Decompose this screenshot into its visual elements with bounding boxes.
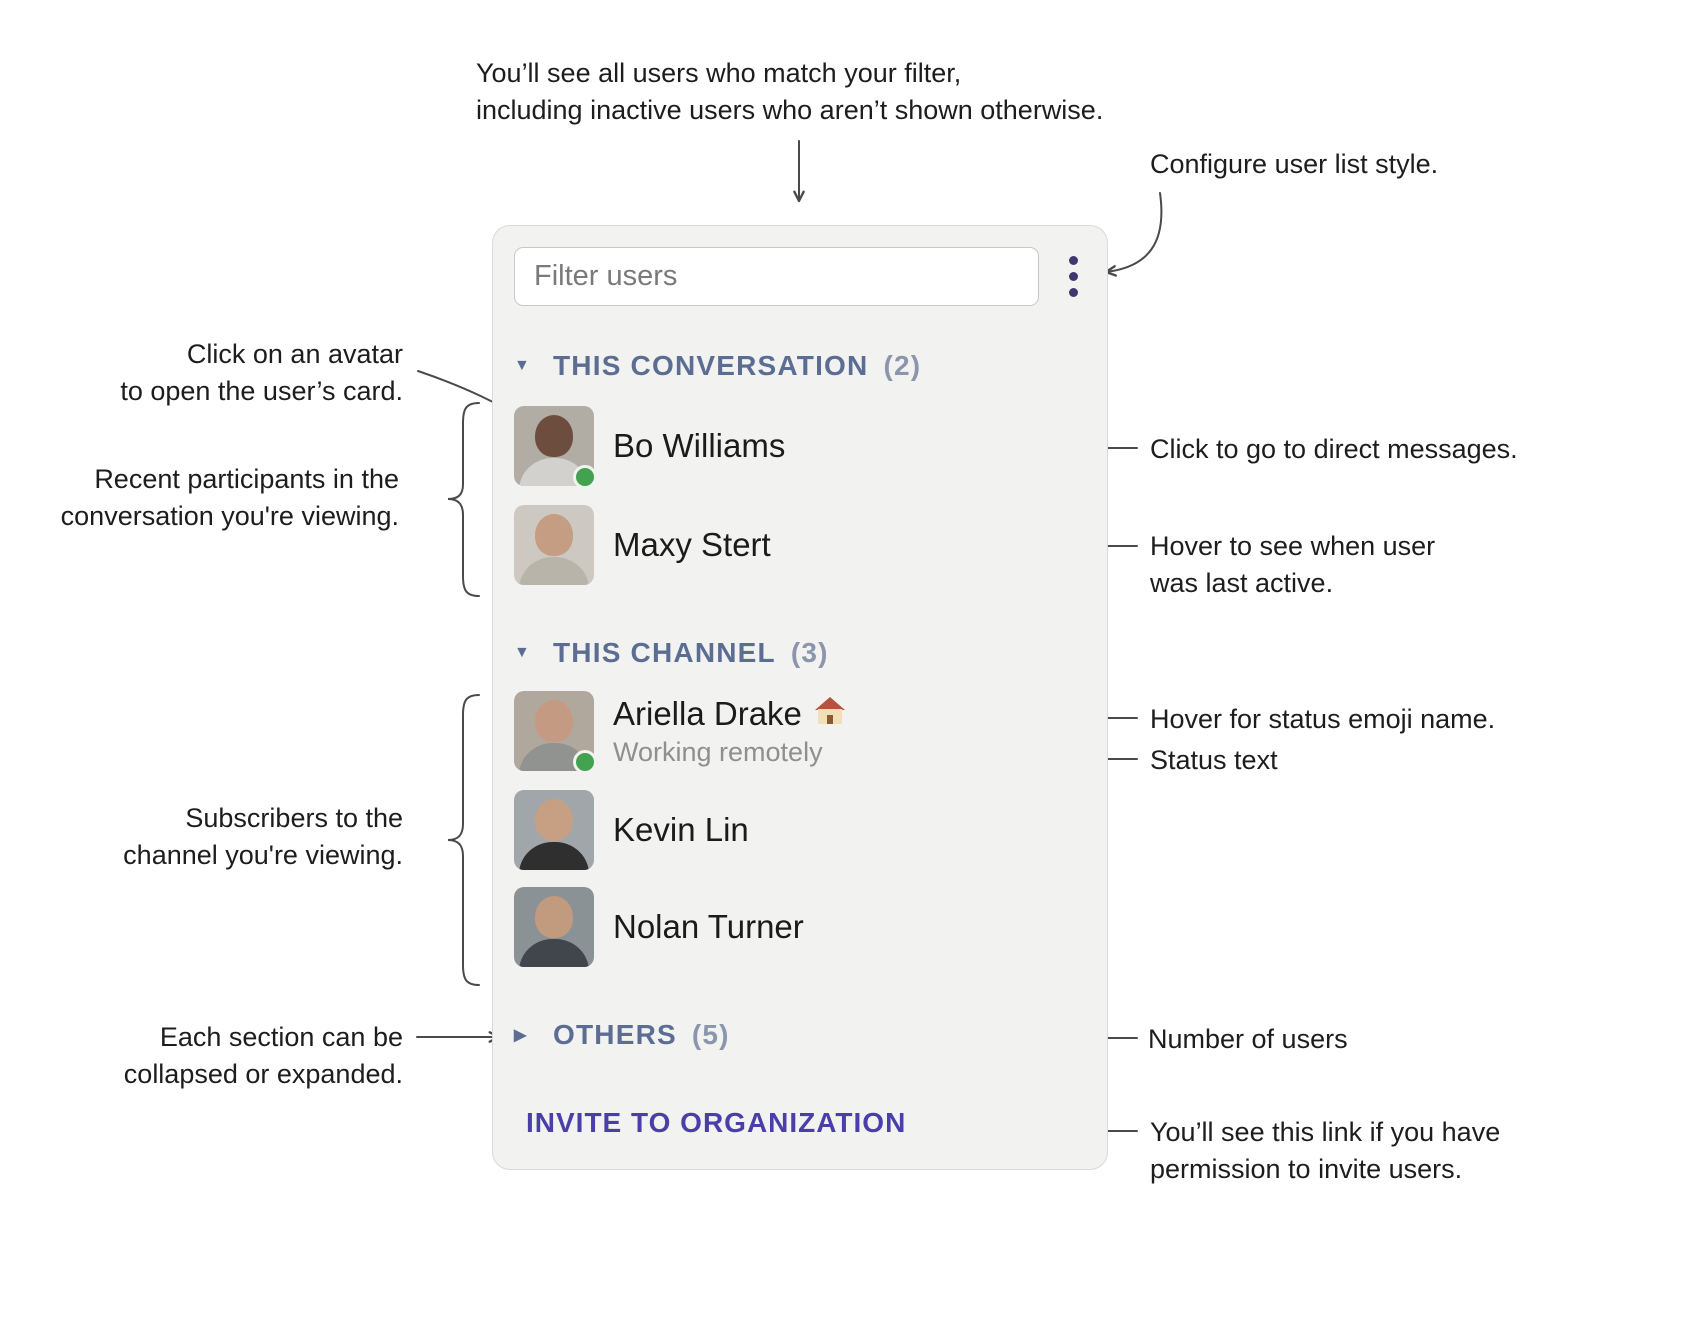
- user-text: Ariella Drake Working remotely: [613, 695, 846, 768]
- section-title: OTHERS: [553, 1019, 677, 1050]
- user-name: Ariella Drake: [613, 694, 802, 732]
- note-status-emoji: Hover for status emoji name.: [1150, 704, 1496, 734]
- note-direct-messages: Click to go to direct messages.: [1150, 434, 1518, 464]
- user-row-ariella-drake[interactable]: Ariella Drake Working remotely: [514, 691, 1086, 774]
- section-count: (5): [691, 1019, 730, 1050]
- avatar-photo: [514, 505, 594, 585]
- avatar[interactable]: [514, 887, 594, 967]
- filter-row: [514, 247, 1086, 306]
- user-row-maxy-stert[interactable]: Maxy Stert: [514, 505, 1086, 585]
- online-status-dot: [573, 465, 597, 489]
- brace-participants: [447, 402, 480, 597]
- brace-subscribers: [447, 694, 480, 986]
- kebab-dot-icon: [1069, 256, 1078, 265]
- section-title: THIS CHANNEL: [553, 637, 776, 668]
- note-invite: You’ll see this link if you have permiss…: [1150, 1117, 1501, 1184]
- kebab-dot-icon: [1069, 288, 1078, 297]
- collapse-triangle-icon: ▼: [514, 357, 532, 374]
- kebab-dot-icon: [1069, 272, 1078, 281]
- user-name: Bo Williams: [613, 427, 786, 464]
- section-count: (3): [790, 637, 829, 668]
- avatar-photo: [514, 887, 594, 967]
- note-collapse: Each section can be collapsed or expande…: [123, 1022, 403, 1089]
- filter-users-input[interactable]: [514, 247, 1039, 306]
- avatar[interactable]: [514, 691, 597, 774]
- user-list-style-menu-button[interactable]: [1061, 250, 1086, 303]
- connector-configure-note: [1104, 192, 1163, 277]
- note-status-text: Status text: [1150, 745, 1278, 775]
- note-avatar: Click on an avatar to open the user’s ca…: [120, 339, 403, 406]
- avatar-photo: [514, 691, 594, 771]
- note-participants: Recent participants in the conversation …: [60, 464, 399, 531]
- user-name: Nolan Turner: [613, 908, 804, 945]
- user-list-panel: ▼ THIS CONVERSATION (2) Bo Williams Maxy…: [492, 225, 1108, 1170]
- note-user-count: Number of users: [1148, 1024, 1348, 1054]
- user-status-text: Working remotely: [613, 736, 823, 767]
- section-header-others[interactable]: ▶ OTHERS (5): [514, 1019, 1086, 1051]
- section-count: (2): [883, 350, 922, 381]
- note-filter: You’ll see all users who match your filt…: [476, 58, 1104, 125]
- note-subscribers: Subscribers to the channel you're viewin…: [123, 803, 403, 870]
- avatar[interactable]: [514, 505, 594, 585]
- invite-to-organization-link[interactable]: INVITE TO ORGANIZATION: [526, 1107, 907, 1138]
- collapse-triangle-icon: ▶: [514, 1027, 528, 1044]
- user-row-bo-williams[interactable]: Bo Williams: [514, 406, 1086, 489]
- section-header-this-conversation[interactable]: ▼ THIS CONVERSATION (2): [514, 350, 1086, 382]
- user-name: Kevin Lin: [613, 811, 749, 848]
- collapse-triangle-icon: ▼: [514, 644, 532, 661]
- section-title: THIS CONVERSATION: [553, 350, 869, 381]
- user-row-nolan-turner[interactable]: Nolan Turner: [514, 887, 1086, 967]
- avatar-photo: [514, 790, 594, 870]
- section-header-this-channel[interactable]: ▼ THIS CHANNEL (3): [514, 637, 1086, 669]
- note-configure: Configure user list style.: [1150, 149, 1439, 179]
- note-last-active: Hover to see when user was last active.: [1150, 531, 1436, 598]
- user-row-kevin-lin[interactable]: Kevin Lin: [514, 790, 1086, 870]
- user-name: Maxy Stert: [613, 526, 771, 563]
- avatar[interactable]: [514, 406, 597, 489]
- avatar[interactable]: [514, 790, 594, 870]
- online-status-dot: [573, 750, 597, 774]
- house-status-emoji-icon[interactable]: [814, 696, 846, 731]
